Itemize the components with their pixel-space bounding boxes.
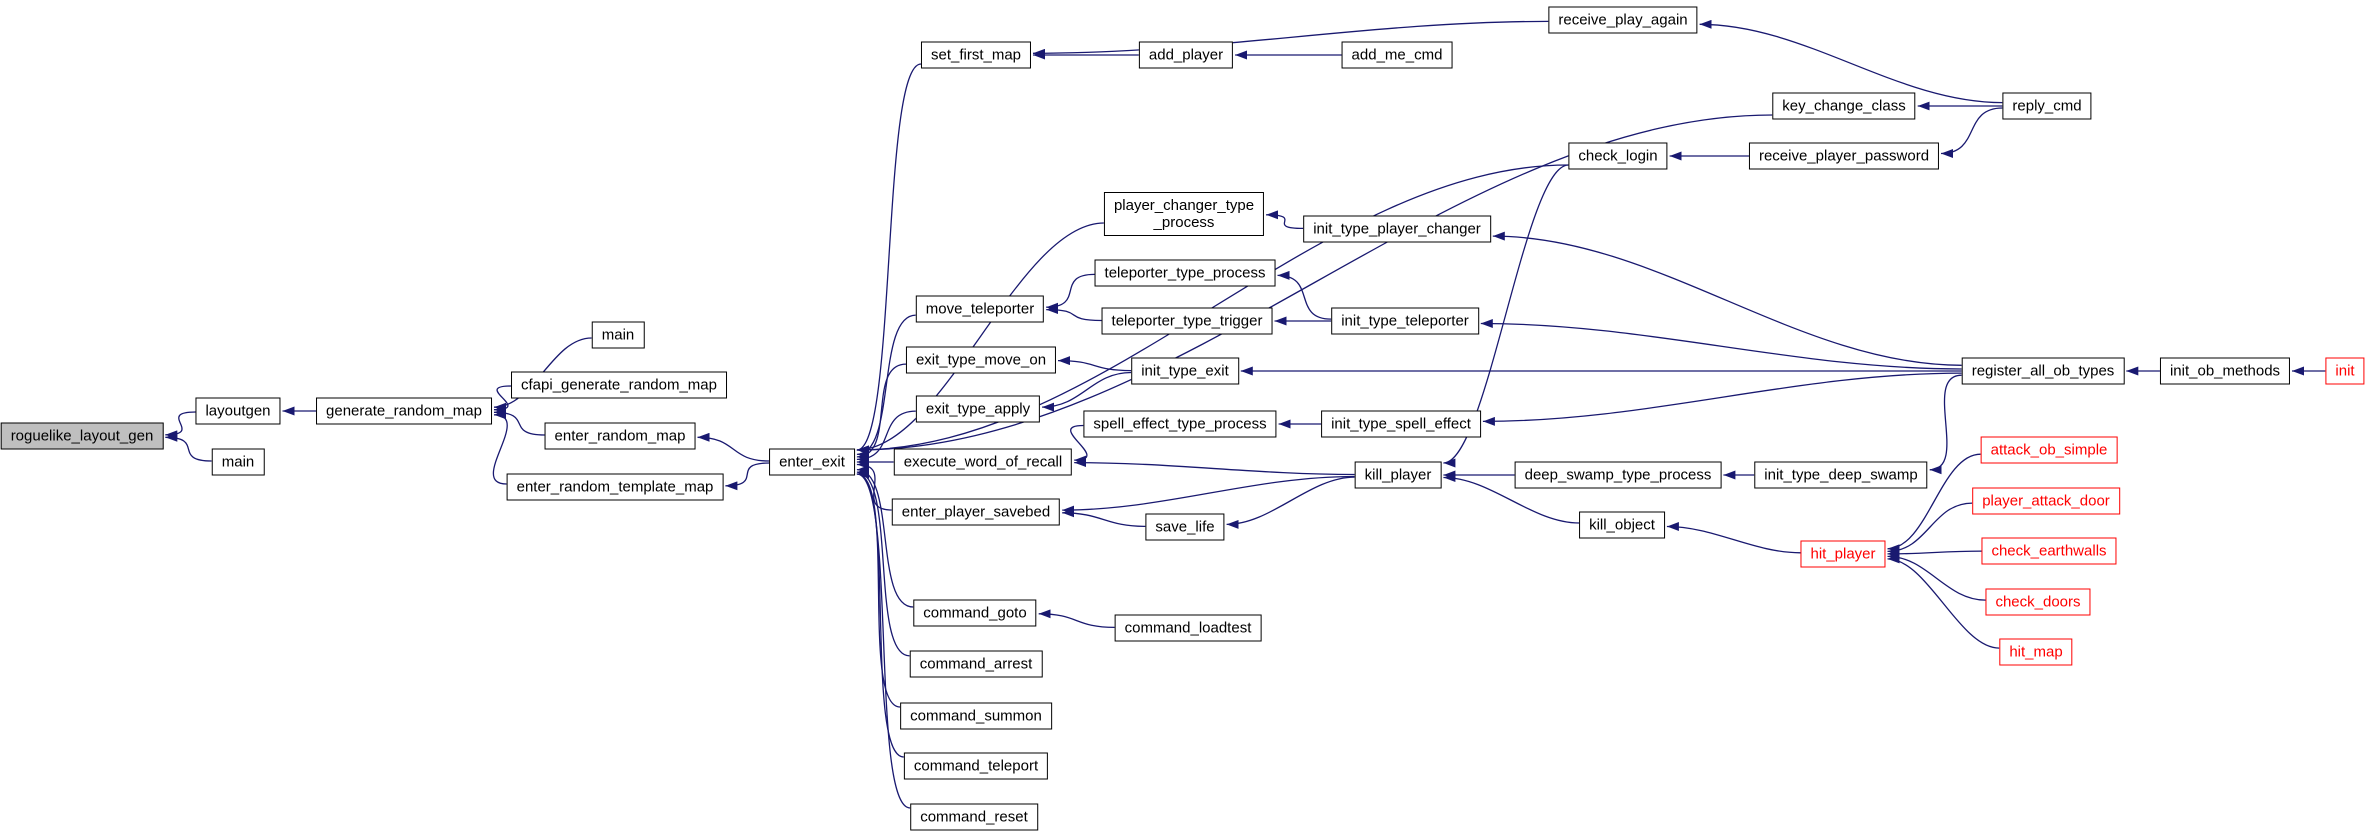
- graph-node-check_earthwalls[interactable]: check_earthwalls: [1981, 537, 2117, 565]
- graph-node-player_changer_type_process[interactable]: player_changer_type _process: [1103, 192, 1265, 236]
- edge-init_type_player_changer-to-player_changer_type_process: [1266, 210, 1304, 230]
- edge-command_reset-to-enter_exit: [856, 469, 911, 809]
- graph-node-main-left[interactable]: main: [211, 448, 265, 476]
- edge-init_type_exit-to-exit_type_apply: [1042, 371, 1132, 412]
- graph-node-cfapi_generate_random_map[interactable]: cfapi_generate_random_map: [511, 371, 727, 399]
- edge-kill_player-to-execute_word_of_recall: [1074, 458, 1355, 476]
- graph-node-enter_player_savebed[interactable]: enter_player_savebed: [891, 498, 1061, 526]
- edge-command_loadtest-to-command_goto: [1038, 609, 1115, 629]
- edge-set_first_map-to-enter_exit: [856, 63, 922, 455]
- graph-node-init_type_deep_swamp[interactable]: init_type_deep_swamp: [1754, 461, 1928, 489]
- edge-move_teleporter-to-enter_exit: [856, 314, 916, 459]
- edge-exit_type_move_on-to-enter_exit: [856, 363, 907, 462]
- graph-node-receive_play_again[interactable]: receive_play_again: [1548, 6, 1698, 34]
- edge-main-left-to-roguelike_layout_gen: [165, 432, 212, 462]
- edge-register_all_ob_types-to-init_type_deep_swamp: [1929, 374, 1962, 475]
- graph-node-generate_random_map[interactable]: generate_random_map: [316, 397, 492, 425]
- graph-node-enter_random_template_map[interactable]: enter_random_template_map: [506, 473, 724, 501]
- graph-node-command_summon[interactable]: command_summon: [900, 702, 1052, 730]
- edge-hit_map-to-hit_player: [1887, 554, 2000, 649]
- graph-node-exit_type_move_on[interactable]: exit_type_move_on: [905, 346, 1057, 374]
- edge-kill_object-to-kill_player: [1443, 473, 1580, 524]
- graph-node-reply_cmd[interactable]: reply_cmd: [2002, 92, 2092, 120]
- edge-register_all_ob_types-to-init_type_spell_effect: [1482, 372, 1962, 426]
- edge-enter_exit-to-enter_random_map: [697, 432, 770, 462]
- edge-kill_player-to-save_life: [1226, 476, 1355, 529]
- edge-reply_cmd-to-receive_player_password: [1940, 107, 2003, 158]
- edge-enter_random_template_map-to-generate_random_map: [492, 410, 508, 485]
- graph-node-add_player[interactable]: add_player: [1138, 41, 1234, 69]
- graph-node-player_attack_door[interactable]: player_attack_door: [1972, 487, 2120, 515]
- graph-node-command_teleport[interactable]: command_teleport: [903, 752, 1049, 780]
- edge-receive_play_again-to-set_first_map: [1032, 20, 1549, 58]
- graph-node-move_teleporter[interactable]: move_teleporter: [915, 295, 1045, 323]
- graph-node-main-top[interactable]: main: [591, 321, 645, 349]
- edge-enter_exit-to-enter_random_template_map: [725, 462, 770, 491]
- graph-node-set_first_map[interactable]: set_first_map: [920, 41, 1032, 69]
- edge-init_type_exit-to-exit_type_move_on: [1057, 356, 1132, 372]
- graph-node-kill_player[interactable]: kill_player: [1354, 461, 1442, 489]
- edge-attack_ob_simple-to-hit_player: [1887, 453, 1981, 554]
- graph-node-hit_player[interactable]: hit_player: [1800, 540, 1886, 568]
- graph-node-teleporter_type_process[interactable]: teleporter_type_process: [1094, 259, 1276, 287]
- graph-node-receive_player_password[interactable]: receive_player_password: [1748, 142, 1940, 170]
- graph-node-init_type_exit[interactable]: init_type_exit: [1131, 357, 1239, 385]
- graph-node-add_me_cmd[interactable]: add_me_cmd: [1341, 41, 1453, 69]
- edge-register_all_ob_types-to-init_type_teleporter: [1480, 319, 1962, 370]
- graph-node-command_reset[interactable]: command_reset: [910, 803, 1038, 831]
- graph-node-roguelike_layout_gen[interactable]: roguelike_layout_gen: [0, 422, 164, 450]
- graph-node-register_all_ob_types[interactable]: register_all_ob_types: [1961, 357, 2125, 385]
- graph-node-deep_swamp_type_process[interactable]: deep_swamp_type_process: [1514, 461, 1722, 489]
- graph-node-check_login[interactable]: check_login: [1568, 142, 1668, 170]
- edge-command_arrest-to-enter_exit: [856, 467, 910, 657]
- graph-node-check_doors[interactable]: check_doors: [1985, 588, 2091, 616]
- edge-check_login-to-kill_player: [1443, 164, 1569, 468]
- graph-node-save_life[interactable]: save_life: [1145, 513, 1225, 541]
- graph-node-init[interactable]: init: [2325, 357, 2365, 385]
- graph-node-hit_map[interactable]: hit_map: [1999, 638, 2073, 666]
- edge-init_type_teleporter-to-teleporter_type_process: [1277, 270, 1332, 320]
- edge-register_all_ob_types-to-init_type_player_changer: [1492, 231, 1962, 366]
- graph-node-layoutgen[interactable]: layoutgen: [195, 397, 281, 425]
- graph-node-init_type_player_changer[interactable]: init_type_player_changer: [1303, 215, 1491, 243]
- edge-reply_cmd-to-receive_play_again: [1699, 19, 2003, 104]
- graph-node-execute_word_of_recall[interactable]: execute_word_of_recall: [893, 448, 1073, 476]
- graph-node-init_ob_methods[interactable]: init_ob_methods: [2159, 357, 2291, 385]
- graph-node-key_change_class[interactable]: key_change_class: [1772, 92, 1916, 120]
- graph-node-command_arrest[interactable]: command_arrest: [909, 650, 1043, 678]
- graph-node-init_type_teleporter[interactable]: init_type_teleporter: [1331, 307, 1479, 335]
- edge-teleporter_type_trigger-to-move_teleporter: [1046, 305, 1102, 322]
- edge-key_change_class-to-enter_exit: [856, 114, 1773, 455]
- edge-save_life-to-enter_player_savebed: [1062, 508, 1146, 528]
- graph-node-enter_exit[interactable]: enter_exit: [769, 448, 855, 476]
- graph-node-enter_random_map[interactable]: enter_random_map: [544, 422, 696, 450]
- edge-check_doors-to-hit_player: [1887, 551, 1986, 601]
- edge-hit_player-to-kill_object: [1666, 522, 1801, 554]
- graph-node-attack_ob_simple[interactable]: attack_ob_simple: [1980, 436, 2118, 464]
- graph-node-command_loadtest[interactable]: command_loadtest: [1114, 614, 1262, 642]
- edge-player_changer_type_process-to-enter_exit: [856, 222, 1104, 455]
- graph-node-command_goto[interactable]: command_goto: [913, 599, 1037, 627]
- graph-node-exit_type_apply[interactable]: exit_type_apply: [915, 395, 1041, 423]
- graph-node-kill_object[interactable]: kill_object: [1579, 511, 1665, 539]
- graph-node-init_type_spell_effect[interactable]: init_type_spell_effect: [1321, 410, 1481, 438]
- edge-kill_player-to-enter_player_savebed: [1062, 475, 1355, 515]
- graph-node-spell_effect_type_process[interactable]: spell_effect_type_process: [1083, 410, 1277, 438]
- graph-node-teleporter_type_trigger[interactable]: teleporter_type_trigger: [1101, 307, 1273, 335]
